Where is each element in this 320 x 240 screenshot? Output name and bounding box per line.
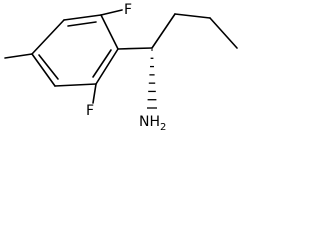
chain-bond [174, 13, 211, 19]
ring-bond [95, 48, 119, 85]
methyl-bond [4, 53, 33, 59]
benzene-ring [31, 14, 119, 87]
ring-double-bond [67, 21, 97, 27]
ring-bond [54, 83, 97, 87]
chain-bond [209, 17, 238, 49]
ring-bond [63, 14, 102, 21]
amine-hashed-wedge [147, 49, 157, 109]
ring-double-bond [92, 49, 112, 78]
fluorine-top-label: F [124, 2, 132, 18]
ring-to-chiral-bond [117, 47, 153, 50]
ring-bond [31, 19, 65, 55]
fluorine-top-bond [100, 9, 123, 16]
chain-bond [151, 13, 176, 49]
fluorine-bottom-label: F [86, 103, 94, 119]
amine-label: NH2 [139, 114, 166, 133]
ring-bond [100, 14, 119, 50]
molecule-structure: F F NH2 [4, 2, 238, 133]
ring-double-bond [38, 54, 59, 80]
ring-bond [31, 53, 56, 87]
fluorine-bottom-bond [92, 83, 97, 104]
